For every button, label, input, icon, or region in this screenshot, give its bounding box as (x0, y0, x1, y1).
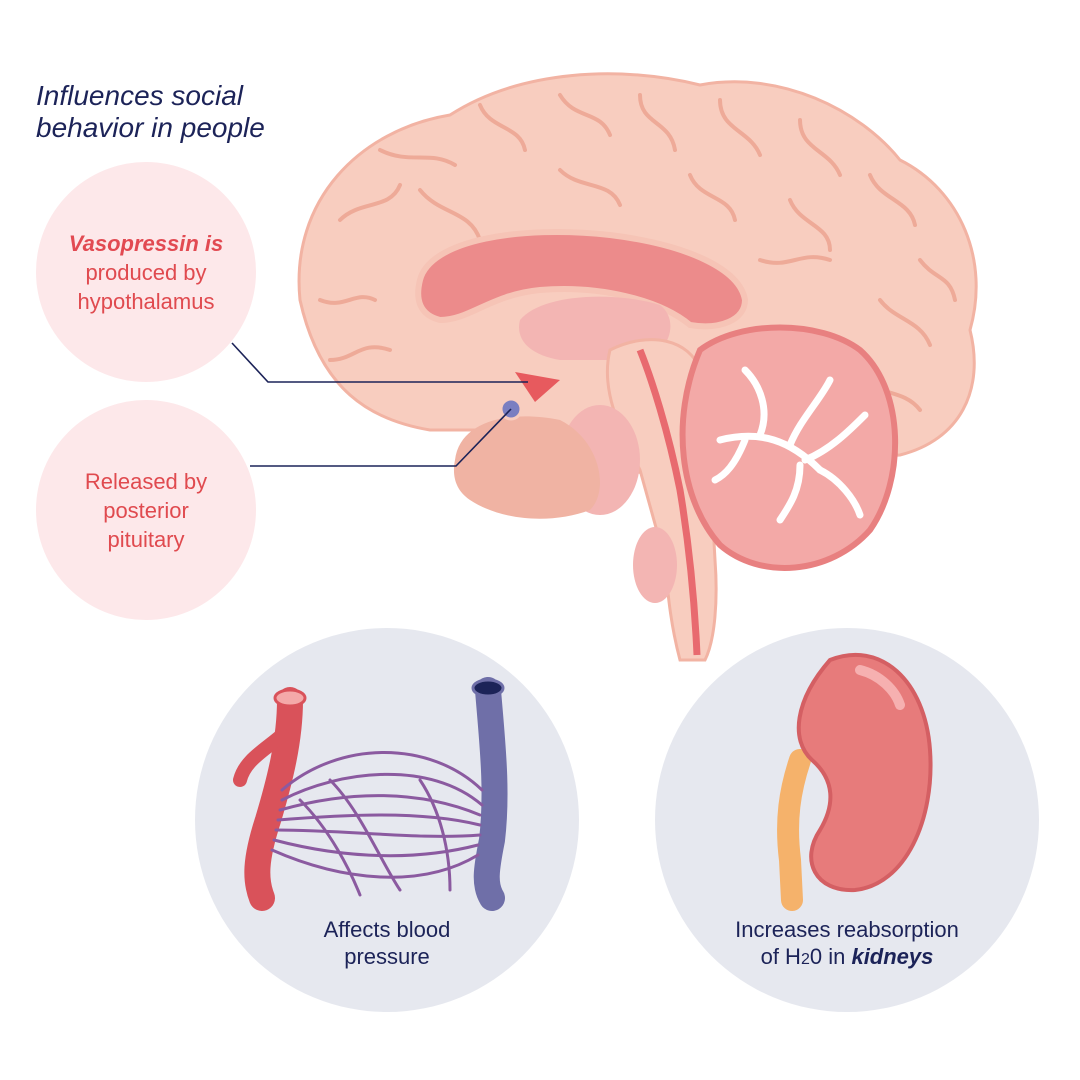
spinal-canal (636, 348, 701, 656)
title-line-2: behavior in people (36, 112, 265, 143)
cerebellum (679, 324, 899, 571)
pituitary-line-3: pituitary (107, 526, 185, 552)
hypothalamus-line-2: produced by (85, 259, 207, 285)
hypothalamus-strong: Vasopressin is (68, 230, 224, 256)
blood-line-2: pressure (344, 944, 430, 969)
kidney-caption: Increases reabsorption of H20 in kidneys (655, 916, 1039, 973)
hypothalamus-marker (515, 372, 560, 402)
kidney-bubble: Increases reabsorption of H20 in kidneys (655, 628, 1039, 1012)
pituitary-bubble: Released by posterior pituitary (36, 400, 256, 620)
brain-folds (318, 93, 957, 412)
kidney-line-2: of H20 in kidneys (761, 944, 934, 969)
kidney-line-1: Increases reabsorption (735, 917, 959, 942)
temporal-lobe (453, 416, 600, 519)
cerebrum (297, 72, 978, 474)
leader-pituitary (250, 408, 512, 467)
pituitary-line-2: posterior (103, 497, 189, 523)
pons (560, 405, 640, 515)
kidney-line-2-strong: kidneys (851, 944, 934, 969)
blood-bubble: Affects blood pressure (195, 628, 579, 1012)
pituitary-marker (499, 397, 523, 421)
brainstem (605, 338, 718, 662)
corpus-callosum (415, 229, 749, 330)
leader-lines (231, 342, 528, 467)
pituitary-text: Released by posterior pituitary (85, 467, 207, 554)
medulla (633, 527, 677, 603)
kidney-line-2-sub: 2 (800, 951, 810, 968)
brain-illustration (297, 72, 978, 662)
title: Influences social behavior in people (36, 80, 356, 144)
hypothalamus-text: Vasopressin is produced by hypothalamus (69, 229, 223, 316)
blood-line-1: Affects blood (323, 917, 451, 942)
hypothalamus-line-3: hypothalamus (77, 288, 215, 314)
blood-caption: Affects blood pressure (195, 916, 579, 970)
pituitary-line-1: Released by (84, 468, 208, 494)
kidney-line-2-mid: 0 in (809, 944, 852, 969)
thalamus (519, 296, 671, 360)
arbor-vitae (711, 366, 869, 524)
title-line-1: Influences social (36, 80, 244, 111)
kidney-line-2-prefix: of H (760, 944, 801, 969)
leader-hypothalamus (231, 342, 528, 383)
hypothalamus-bubble: Vasopressin is produced by hypothalamus (36, 162, 256, 382)
